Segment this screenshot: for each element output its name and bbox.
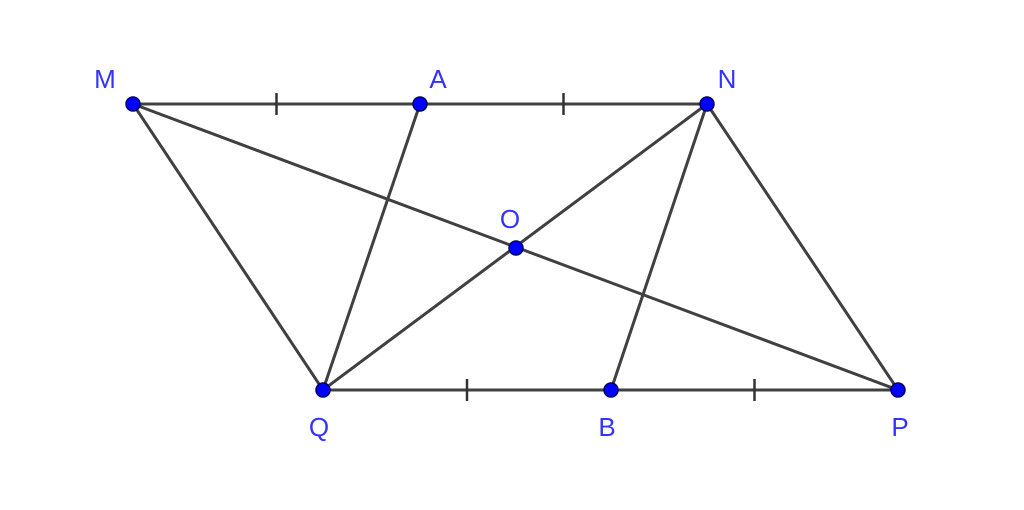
segment-NP (705, 102, 900, 392)
point-label-Q: Q (309, 412, 329, 442)
point-label-A: A (429, 64, 447, 94)
point-O (508, 240, 524, 256)
point-B (603, 382, 619, 398)
point-label-O: O (500, 204, 520, 234)
point-A (412, 96, 428, 112)
labels-layer: M A N O Q B P (94, 64, 909, 442)
segment-NB (609, 102, 709, 392)
point-label-N: N (718, 64, 737, 94)
segment-MQ (131, 102, 325, 392)
equal-length-marks-layer (275, 93, 756, 401)
point-label-B: B (598, 412, 615, 442)
point-label-M: M (94, 64, 116, 94)
point-N (699, 96, 715, 112)
point-Q (315, 382, 331, 398)
segment-QA (321, 102, 422, 392)
points-layer (125, 96, 906, 398)
point-P (890, 382, 906, 398)
point-M (125, 96, 141, 112)
point-label-P: P (891, 412, 908, 442)
